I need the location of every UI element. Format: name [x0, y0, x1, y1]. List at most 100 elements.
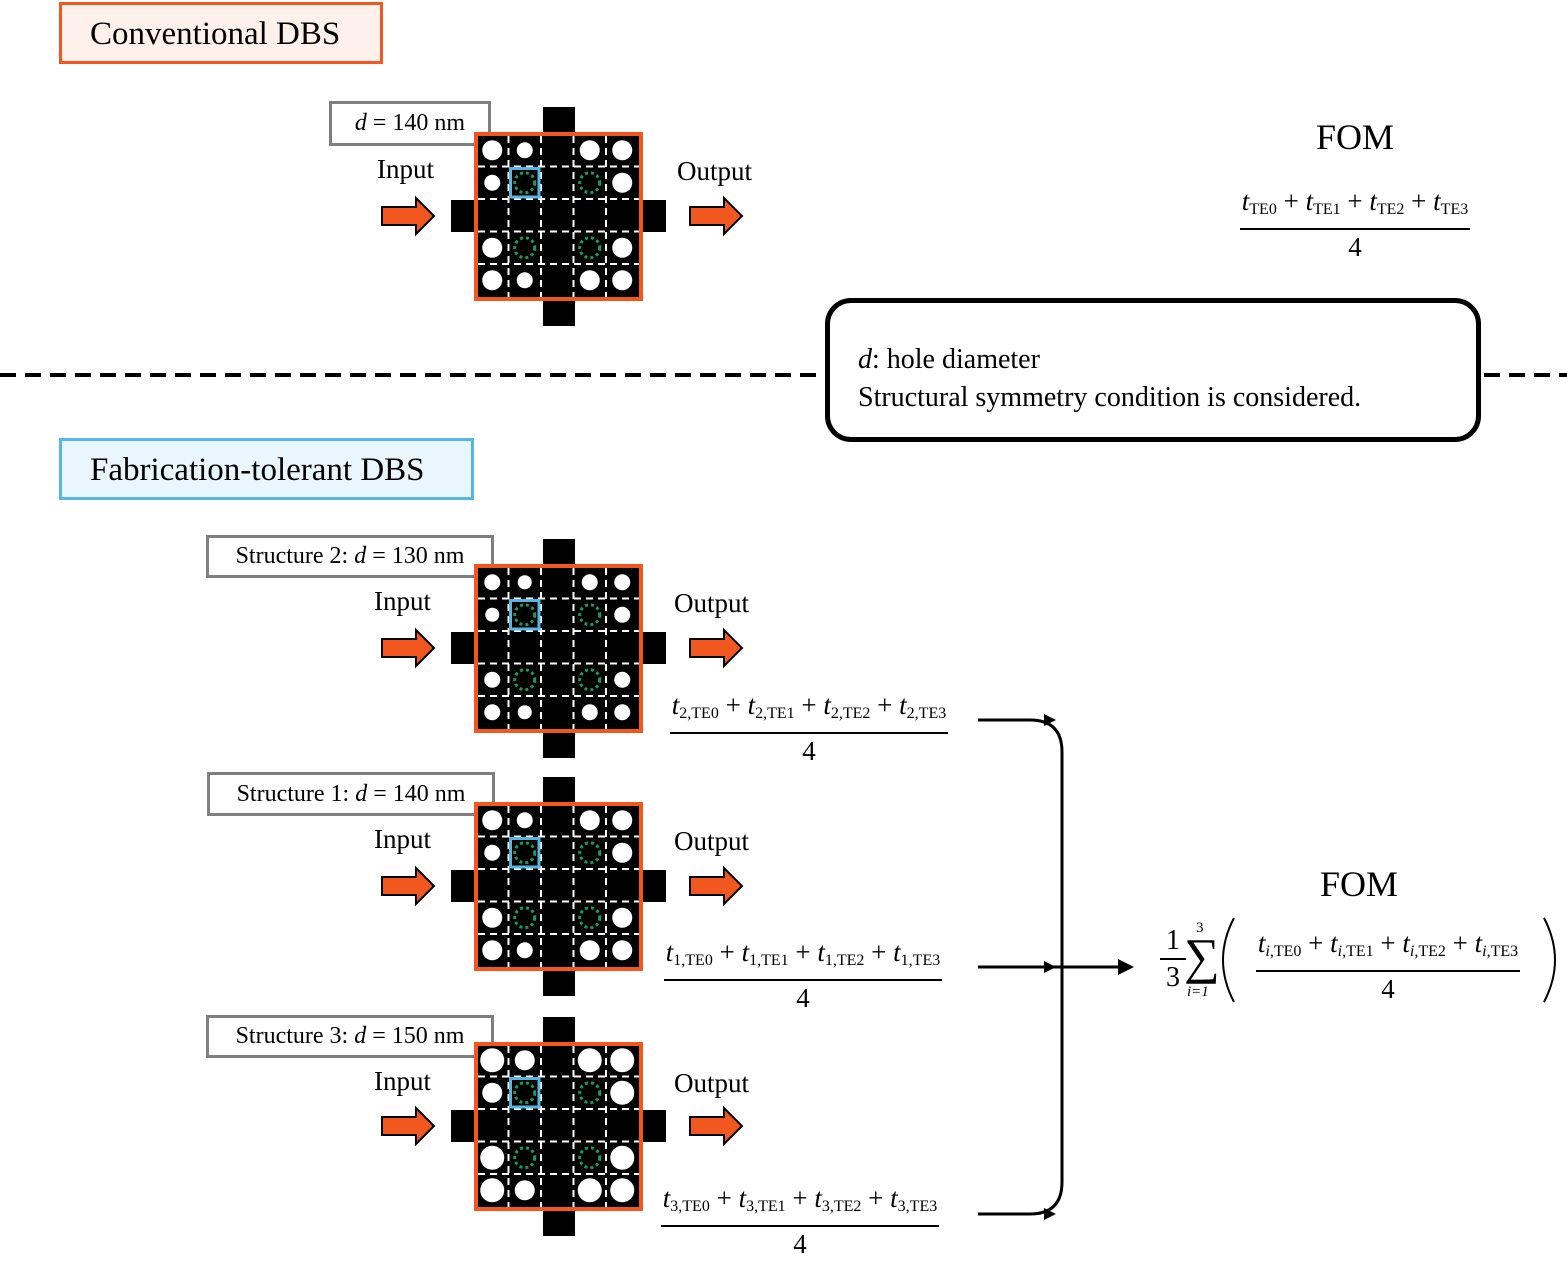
structure-2-output-label: Output — [674, 588, 750, 618]
optional-hole — [578, 1146, 602, 1170]
optional-hole — [578, 603, 602, 627]
hole — [516, 272, 533, 289]
highlighted-cell — [509, 837, 541, 869]
optional-hole — [513, 1081, 537, 1105]
structure-2-device — [381, 539, 744, 758]
hole — [614, 704, 631, 721]
optional-hole — [513, 236, 537, 260]
structure-1-param-box: Structure 1: d = 140 nm — [207, 772, 495, 816]
hole — [482, 270, 503, 291]
structure-3-output-label: Output — [674, 1068, 750, 1098]
hole — [482, 237, 503, 258]
hole — [480, 1048, 505, 1073]
optional-hole — [513, 603, 537, 627]
hole — [579, 940, 600, 961]
hole — [614, 606, 631, 623]
design-region — [474, 132, 643, 301]
hole — [579, 810, 600, 831]
hole — [610, 1048, 635, 1073]
bracket-arrowheads — [1044, 714, 1134, 1220]
hole — [612, 907, 633, 928]
optional-hole — [578, 668, 602, 692]
hole — [484, 671, 501, 688]
input-arrow-icon — [381, 627, 436, 669]
input-arrow-icon — [381, 1105, 436, 1147]
param-value: = 140 nm — [366, 110, 466, 136]
hole — [484, 574, 501, 591]
left-parenthesis — [1222, 917, 1235, 1003]
output-arrow-icon — [689, 195, 744, 237]
conventional-device — [381, 107, 744, 326]
sum-prefix-fraction: 1 3 — [1160, 924, 1186, 996]
hole — [577, 1048, 602, 1073]
hole — [610, 1145, 635, 1170]
structure-2-input-label: Input — [374, 586, 431, 616]
optional-hole — [578, 236, 602, 260]
note-line1: : hole diameter — [872, 344, 1040, 375]
hole — [480, 1145, 505, 1170]
note-box: d: hole diameter Structural symmetry con… — [825, 298, 1481, 442]
hole — [517, 705, 532, 720]
hole — [612, 237, 633, 258]
note-var: d — [858, 344, 872, 375]
hole — [480, 1178, 505, 1203]
conventional-input-label: Input — [377, 154, 434, 184]
fabrication-fom-title: FOM — [1320, 864, 1399, 904]
hole — [610, 1080, 635, 1105]
input-arrow-icon — [381, 865, 436, 907]
hole — [614, 574, 631, 591]
hole — [612, 140, 633, 161]
hole — [514, 1180, 535, 1201]
sum-inner-formula: ti,TE0 + ti,TE1 + ti,TE2 + ti,TE3 4 — [1236, 925, 1540, 1006]
structure-1-device — [381, 777, 744, 996]
structure-1-input-label: Input — [374, 824, 431, 854]
output-arrow-icon — [689, 627, 744, 669]
hole — [482, 940, 503, 961]
hole — [612, 270, 633, 291]
hole — [612, 172, 633, 193]
output-arrow-icon — [689, 1105, 744, 1147]
optional-hole — [513, 171, 537, 195]
hole — [516, 142, 533, 159]
hole — [485, 607, 500, 622]
sum-lower-limit: i=1 — [1187, 984, 1209, 1000]
optional-hole — [578, 171, 602, 195]
note-line2: Structural symmetry condition is conside… — [858, 382, 1362, 413]
optional-hole — [578, 1081, 602, 1105]
hole — [482, 140, 503, 161]
highlighted-cell — [509, 1077, 541, 1109]
structure-3-formula: t3,TE0 + t3,TE1 + t3,TE2 + t3,TE3 4 — [654, 1180, 946, 1261]
hole — [579, 270, 600, 291]
conventional-param-box: d = 140 nm — [329, 101, 491, 146]
optional-hole — [513, 1146, 537, 1170]
optional-hole — [578, 906, 602, 930]
structure-3-device — [381, 1017, 744, 1236]
output-arrow-icon — [689, 865, 744, 907]
structure-1-output-label: Output — [674, 826, 750, 856]
design-region — [474, 802, 643, 971]
optional-hole — [513, 906, 537, 930]
hole — [482, 1082, 503, 1103]
structure-3-param-box: Structure 3: d = 150 nm — [206, 1015, 494, 1058]
design-region — [474, 564, 643, 733]
hole — [484, 174, 501, 191]
hole — [610, 1178, 635, 1203]
hole — [614, 671, 631, 688]
conventional-fom-title: FOM — [1316, 117, 1395, 157]
input-arrow-icon — [381, 195, 436, 237]
hole — [577, 1178, 602, 1203]
hole — [612, 842, 633, 863]
sigma-symbol: ∑ — [1184, 928, 1220, 984]
structure-1-formula: t1,TE0 + t1,TE1 + t1,TE2 + t1,TE3 4 — [661, 934, 945, 1015]
hole — [517, 575, 532, 590]
optional-hole — [513, 841, 537, 865]
optional-hole — [513, 668, 537, 692]
conventional-fom-formula: tTE0 + tTE1 + tTE2 + tTE3 4 — [1205, 183, 1505, 264]
conventional-output-label: Output — [677, 156, 753, 186]
hole — [581, 704, 598, 721]
hole — [514, 1050, 535, 1071]
design-region — [474, 1042, 643, 1211]
right-parenthesis — [1543, 917, 1556, 1003]
sum-upper-limit: 3 — [1196, 920, 1204, 936]
